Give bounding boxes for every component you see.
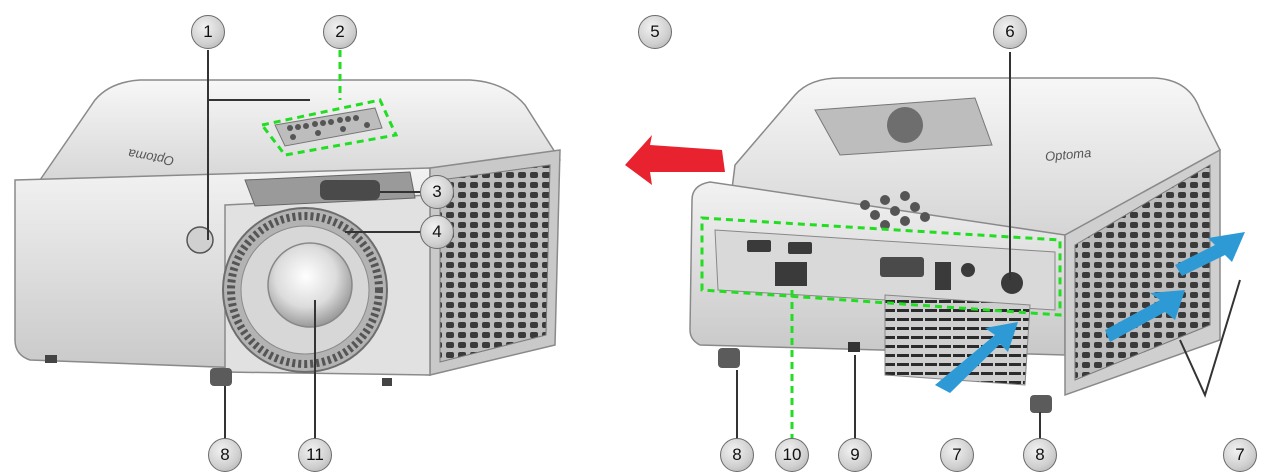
audio-jack [961, 263, 975, 277]
rear-projector [689, 77, 1221, 413]
intake-arrow-side-2 [1175, 232, 1245, 276]
callout-badge-1: 1 [191, 15, 225, 49]
callout-badge-6: 6 [993, 15, 1027, 49]
vga-port [880, 257, 924, 277]
usb-port [935, 262, 951, 290]
zoom-ring [320, 180, 380, 200]
callout-badge-11: 11 [298, 438, 332, 472]
io-highlight [700, 216, 1062, 317]
ir-receiver-front [186, 226, 214, 254]
lens-glass [267, 242, 353, 328]
callout-badge-5: 5 [638, 15, 672, 49]
rear-vent [884, 294, 1031, 386]
intake-arrow-rear-1 [935, 322, 1018, 393]
hdmi-port-1 [747, 240, 771, 252]
callout-badge-9: 9 [838, 438, 872, 472]
exhaust-arrow [625, 135, 725, 185]
front-foot-left [45, 355, 57, 363]
leader-lines [207, 50, 1241, 440]
kensington-slot [848, 342, 860, 352]
front-foot-right [210, 368, 232, 386]
front-side-grille [439, 164, 551, 363]
callout-badge-7-side: 7 [1223, 438, 1257, 472]
intake-arrow-side-1 [1105, 290, 1185, 342]
power-socket [1001, 272, 1023, 294]
keypad-highlight [259, 98, 399, 157]
callout-badge-3: 3 [420, 175, 454, 209]
callout-badge-10: 10 [775, 438, 809, 472]
callout-badge-7-rear: 7 [940, 438, 974, 472]
rear-side-grille [1074, 164, 1211, 381]
rj45-port [775, 262, 807, 286]
callout-badge-4: 4 [420, 215, 454, 249]
front-projector [14, 79, 562, 386]
callout-badge-8-front: 8 [208, 438, 242, 472]
callout-badge-8-rear-right: 8 [1023, 438, 1057, 472]
highlight-outlines [259, 50, 1062, 440]
callout-badge-8-rear-left: 8 [720, 438, 754, 472]
callout-badge-2: 2 [323, 15, 357, 49]
hdmi-port-2 [788, 242, 812, 254]
